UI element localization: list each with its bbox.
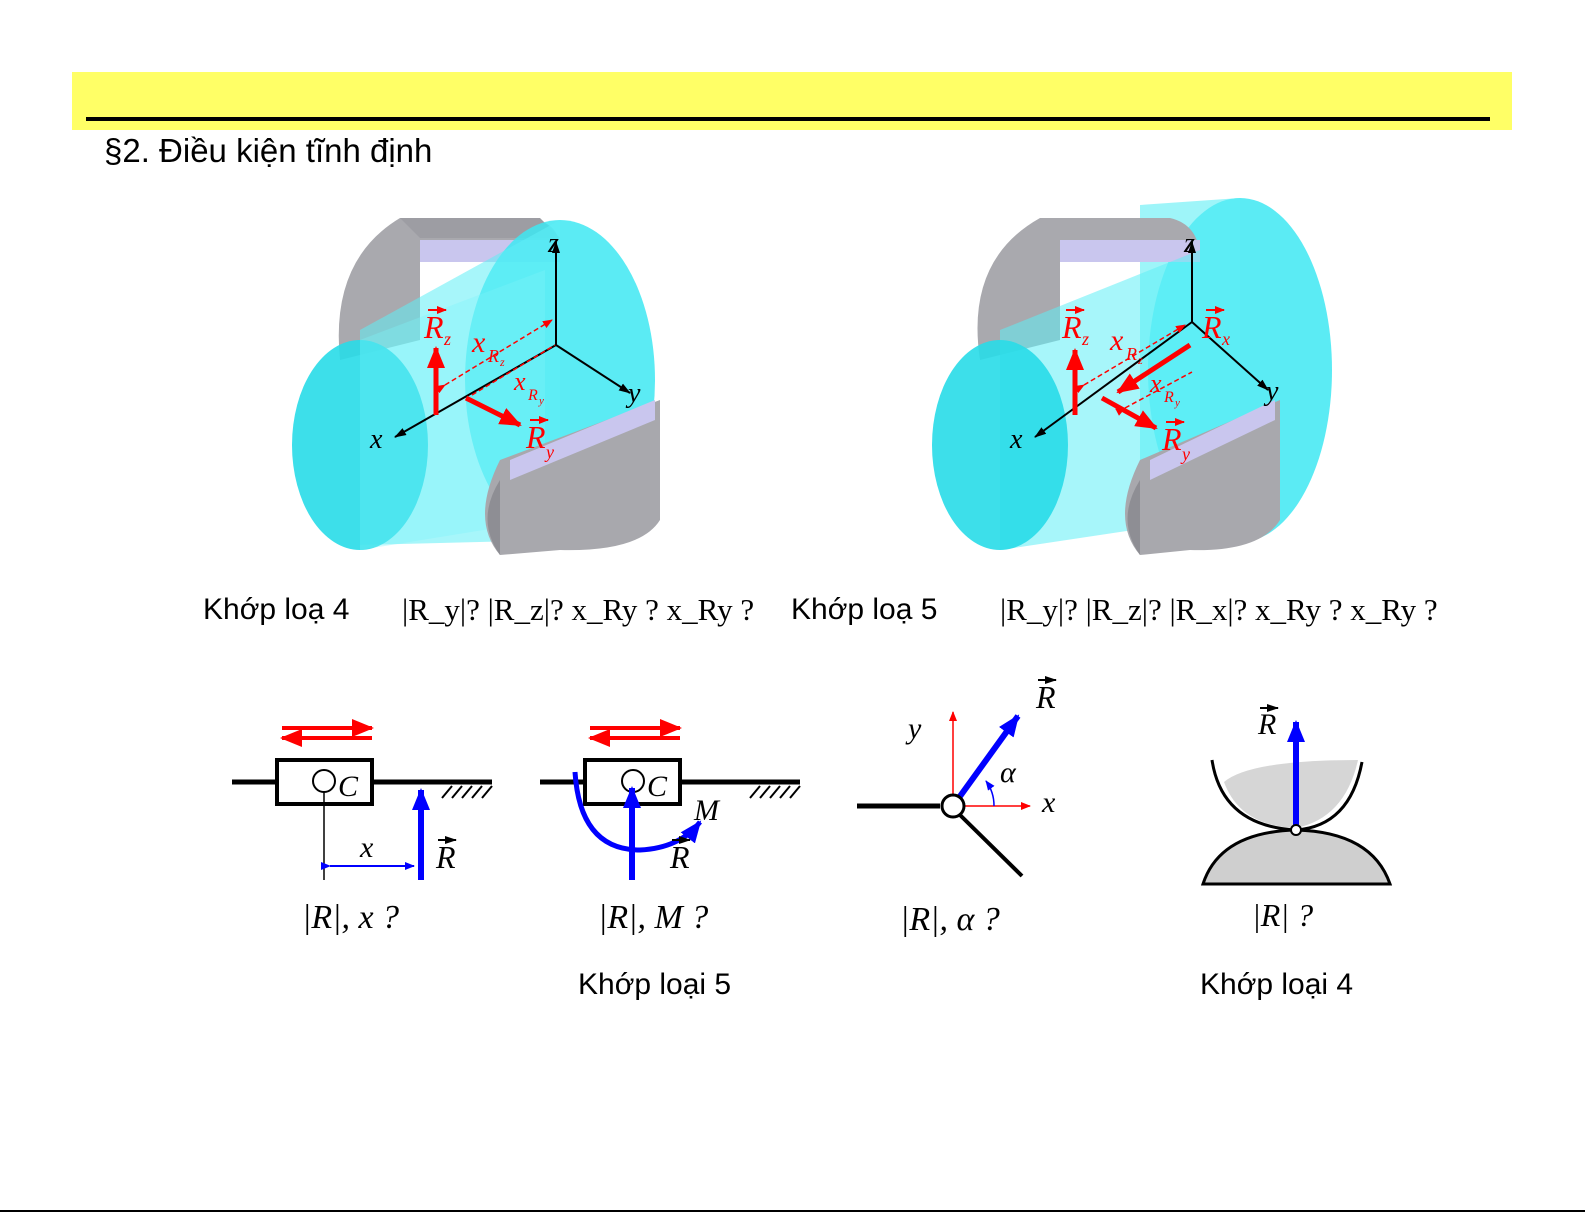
contact-point — [1291, 825, 1301, 835]
svg-text:R: R — [487, 346, 499, 366]
label-r: R — [669, 839, 690, 875]
page-bottom-line — [0, 1210, 1585, 1212]
svg-text:R: R — [1163, 389, 1174, 406]
label-c: C — [338, 770, 359, 803]
caption-joint-type4-top: Khớp loạ 4 — [203, 593, 349, 627]
unknowns-fixed-slider: |R|, M ? — [598, 899, 708, 936]
svg-text:y: y — [544, 442, 554, 462]
svg-text:R: R — [1257, 708, 1276, 741]
joint-type5-3d-figure: z y x R z R x R y x R z x R y — [932, 198, 1332, 555]
svg-text:z: z — [1081, 329, 1089, 349]
label-z: z — [547, 228, 559, 259]
label-x: x — [1041, 786, 1056, 819]
unknowns-contact: |R| ? — [1252, 897, 1313, 933]
label-y: y — [1263, 376, 1279, 407]
formula-joint-type5: |R_y|? |R_z|? |R_x|? x_Ry ? x_Ry ? — [1000, 592, 1438, 628]
svg-text:x: x — [1221, 329, 1230, 349]
label-y: y — [905, 712, 922, 745]
svg-text:y: y — [1174, 397, 1180, 409]
label-m: M — [693, 794, 721, 827]
svg-text:R: R — [1161, 421, 1182, 457]
svg-text:x: x — [1149, 369, 1162, 398]
svg-text:x: x — [513, 367, 526, 396]
pin-circle — [942, 795, 964, 817]
caption-joint-type5-top: Khớp loạ 5 — [791, 593, 937, 627]
label-x: x — [359, 831, 374, 864]
svg-text:x: x — [471, 326, 486, 359]
formula-joint-type4: |R_y|? |R_z|? x_Ry ? x_Ry ? — [402, 592, 754, 628]
caption-joint-type5-bottom: Khớp loại 5 — [578, 968, 731, 1002]
unknowns-slider: |R|, x ? — [302, 899, 399, 936]
svg-text:y: y — [538, 395, 544, 407]
slider-joint-diagram: C R x |R|, x ? — [232, 728, 492, 936]
svg-text:R: R — [1201, 309, 1222, 345]
svg-text:R: R — [1035, 679, 1056, 715]
caption-joint-type4-bottom: Khớp loại 4 — [1200, 968, 1353, 1002]
svg-text:R: R — [527, 387, 538, 404]
label-r: R — [435, 839, 456, 875]
label-x: x — [1009, 424, 1023, 455]
ground-hatch — [750, 786, 800, 798]
label-c: C — [647, 770, 668, 803]
label-z: z — [1183, 228, 1195, 259]
label-y: y — [625, 378, 641, 409]
svg-text:R: R — [423, 309, 444, 345]
svg-text:y: y — [1180, 444, 1190, 464]
unknowns-pin: |R|, α ? — [900, 901, 1000, 938]
angle-arc — [986, 781, 994, 806]
label-alpha: α — [1000, 756, 1017, 789]
label-x: x — [369, 424, 383, 455]
svg-text:R: R — [525, 419, 546, 455]
ground-hatch — [442, 786, 492, 798]
label-r: R — [1257, 708, 1278, 741]
fixed-slider-joint-diagram: C M R |R|, M ? — [540, 728, 800, 936]
label-r: R — [1035, 679, 1056, 715]
joint-type4-3d-figure: z y x R z R y x R z x R y — [292, 218, 660, 555]
svg-text:R: R — [669, 839, 690, 875]
contact-joint-diagram: R |R| ? — [1203, 708, 1390, 933]
svg-text:z: z — [443, 329, 451, 349]
svg-text:R: R — [1125, 344, 1137, 364]
svg-text:R: R — [435, 839, 456, 875]
svg-text:x: x — [1109, 324, 1124, 357]
svg-text:z: z — [499, 355, 505, 369]
pin-joint-diagram: y x α R |R|, α ? — [857, 679, 1056, 938]
svg-text:z: z — [1137, 353, 1143, 367]
svg-text:R: R — [1061, 309, 1082, 345]
